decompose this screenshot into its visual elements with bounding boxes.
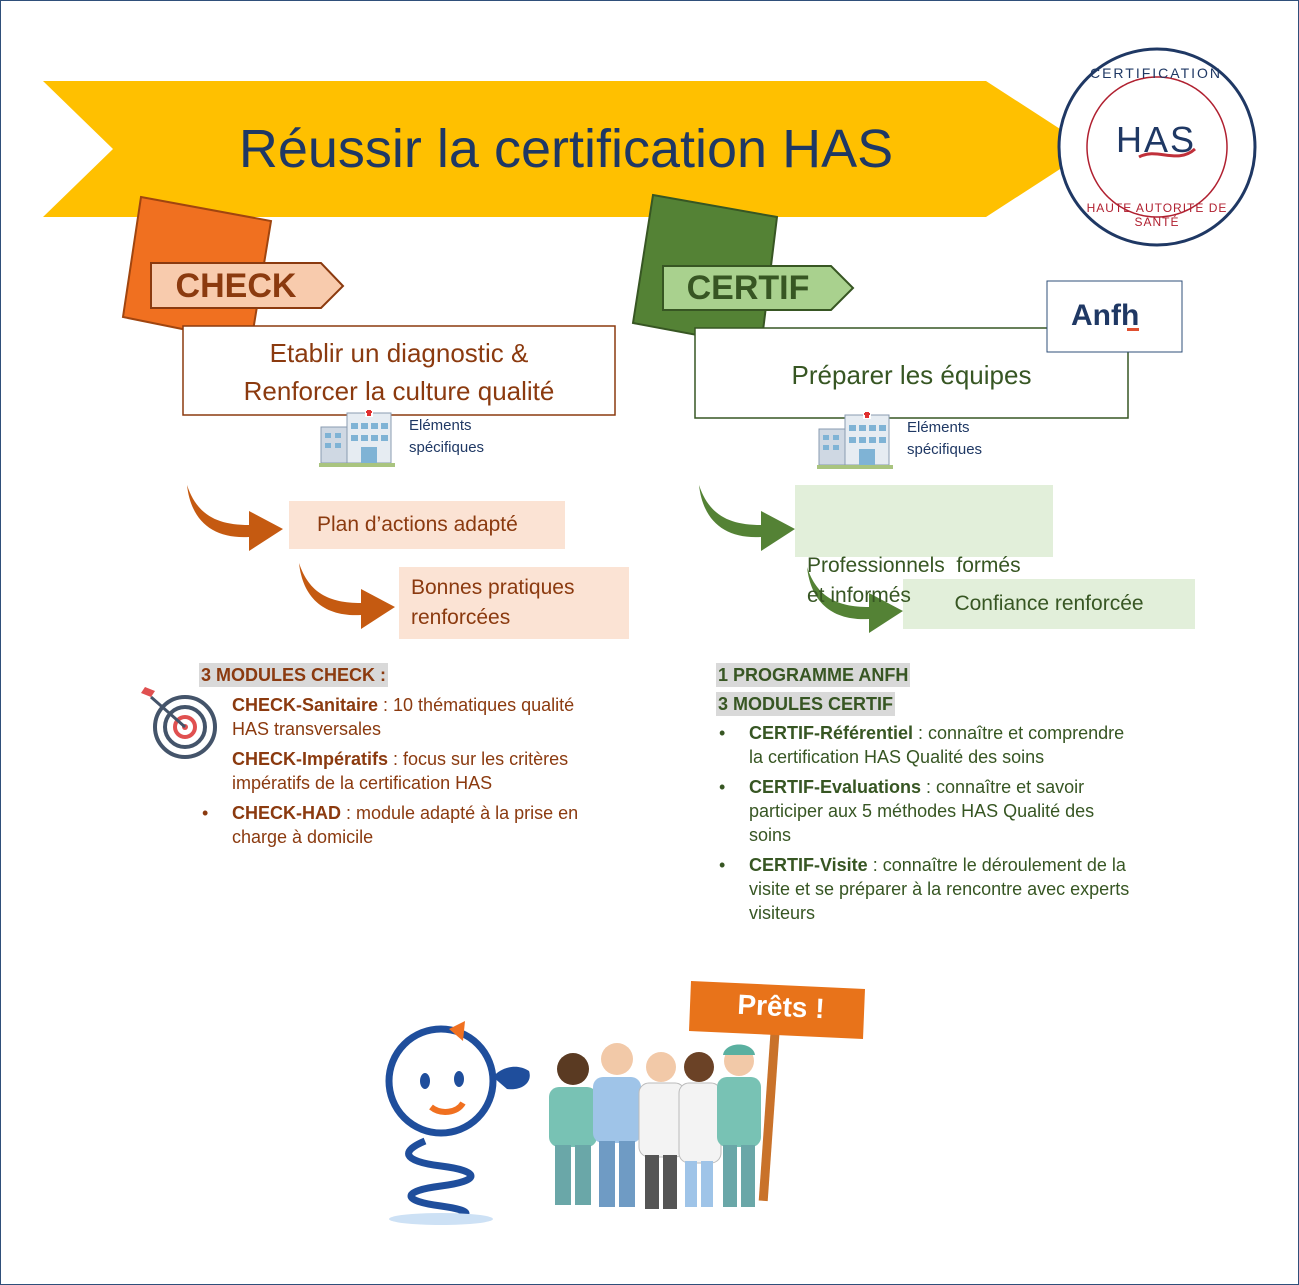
certif-modules-header: 3 MODULES CERTIF: [716, 692, 896, 716]
check-tab-shape: [150, 262, 345, 309]
healthcare-team-icon: [549, 1043, 761, 1209]
hospital-icon: [319, 409, 395, 467]
certif-tab-shape: [662, 265, 855, 311]
check-outcome1-text: Plan d’actions adapté: [317, 513, 518, 536]
hospital-icon: [817, 411, 893, 469]
has-seal-bottom-text: HAUTE AUTORITÉ DE SANTÉ: [1086, 201, 1228, 229]
list-item: CHECK-Sanitaire : 10 thématiques qualité…: [232, 695, 575, 739]
has-seal-icon: [1057, 47, 1257, 247]
certif-program-header: 1 PROGRAMME ANFH: [716, 663, 911, 687]
certif-curved-arrow-2: [807, 567, 903, 633]
check-modules-header: 3 MODULES CHECK :: [199, 663, 389, 687]
target-icon: [141, 687, 217, 759]
certif-curved-arrow-1: [699, 485, 795, 551]
check-tab-label: CHECK: [175, 267, 297, 305]
check-outcome2-pill: [399, 567, 629, 639]
certif-modules-list: •CERTIF-Référentiel : connaître et compr…: [719, 721, 1199, 931]
certif-tab-label: CERTIF: [686, 269, 810, 307]
pret-sign-text: Prêts !: [736, 988, 826, 1025]
title-arrow-shape: [43, 81, 1091, 217]
list-item: •CERTIF-Référentiel : connaître et compr…: [719, 723, 1125, 767]
check-diagnostic-text: Etablir un diagnostic & Renforcer la cul…: [243, 338, 555, 406]
has-seal-top-text: CERTIFICATION: [1089, 65, 1223, 81]
list-item: CHECK-Impératifs : focus sur les critère…: [232, 749, 569, 793]
check-outcome1-pill: [289, 501, 565, 549]
mascot-icon: [385, 1021, 530, 1225]
check-curved-arrow-2: [299, 563, 395, 629]
anfh-logo: Anfh: [1071, 299, 1140, 332]
list-item: •CHECK-HAD : module adapté à la prise en…: [202, 803, 579, 847]
check-diagnostic-box: [182, 325, 616, 416]
pret-sign: [689, 981, 865, 1202]
has-seal-center: HAS: [1115, 119, 1197, 160]
anfh-logo-box: [1046, 280, 1183, 353]
certif-outcome1-pill: [795, 485, 1053, 557]
page-title: Réussir la certification HAS: [238, 119, 894, 179]
check-curved-arrow-1: [187, 485, 283, 551]
anfh-underline: [1127, 328, 1139, 331]
list-item: •CERTIF-Visite : connaître le déroulemen…: [719, 855, 1130, 923]
certif-outcome2-pill: [903, 579, 1195, 629]
check-modules-list: CHECK-Sanitaire : 10 thématiques qualité…: [202, 693, 632, 855]
list-item: •CERTIF-Evaluations : connaître et savoi…: [719, 777, 1095, 845]
certif-outcome2-text: Confiance renforcée: [954, 592, 1144, 615]
certif-preparer-text: Préparer les équipes: [791, 360, 1032, 390]
